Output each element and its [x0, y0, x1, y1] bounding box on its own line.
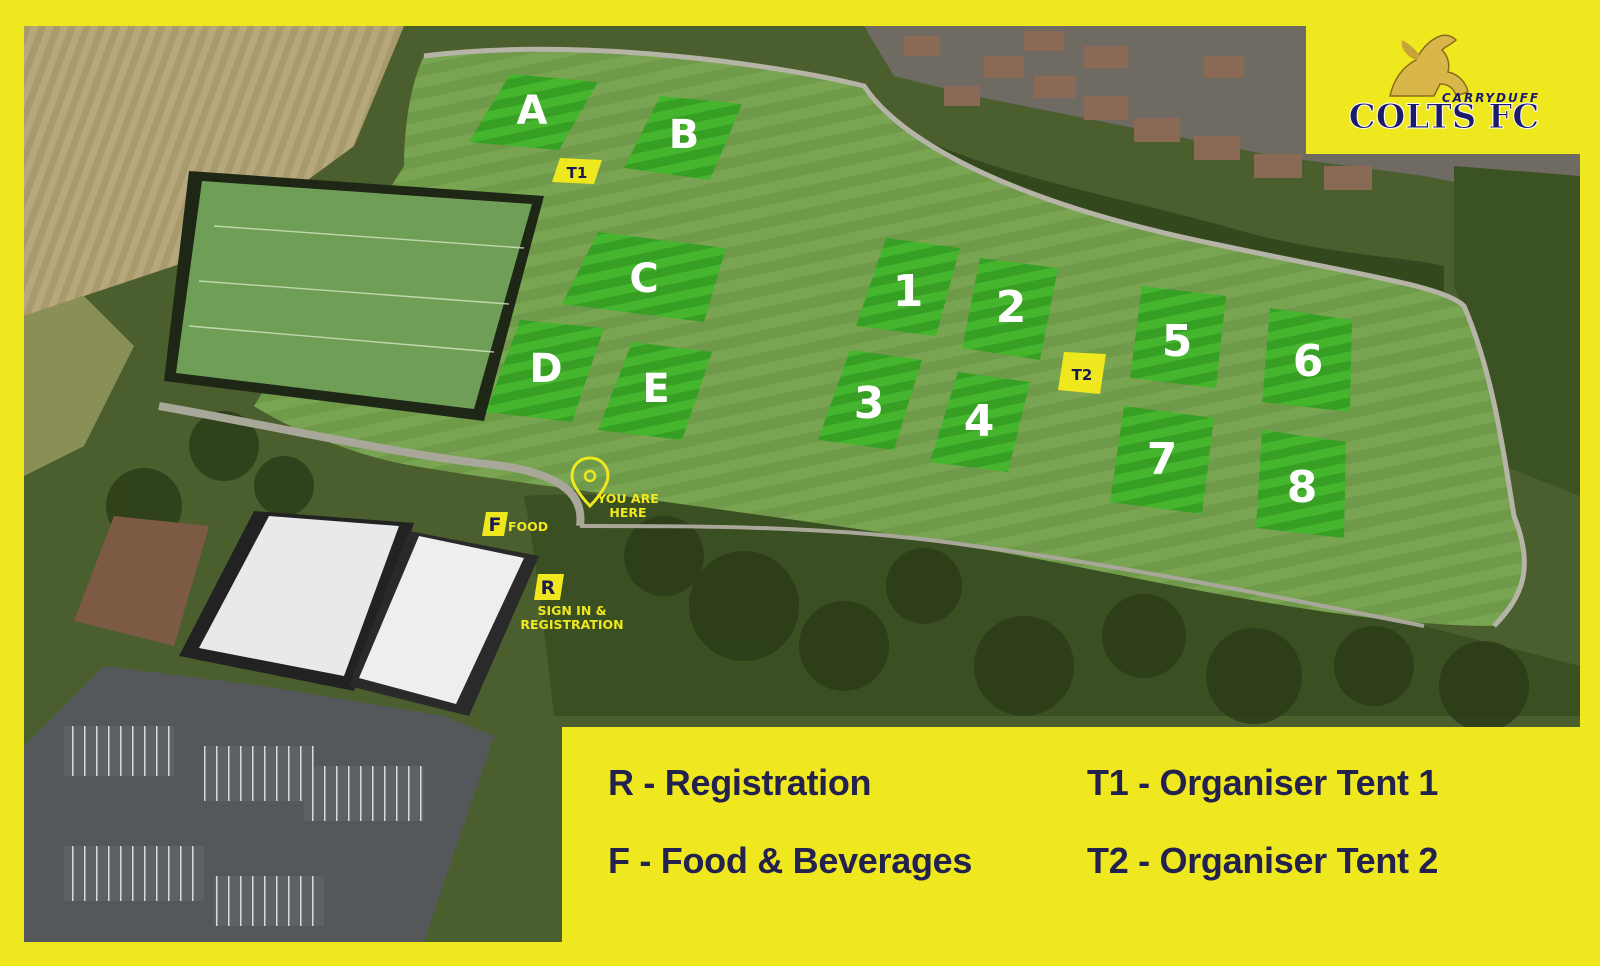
pitch-a[interactable]: A [469, 74, 598, 150]
registration-marker-label: R [541, 577, 556, 599]
pitch-c[interactable]: C [562, 232, 726, 322]
pitch-5[interactable]: 5 [1130, 286, 1226, 388]
t1-marker[interactable]: T1 [552, 158, 602, 184]
sign-in-annotation-line1: SIGN IN & [537, 603, 606, 618]
pitch-8-label: 8 [1287, 462, 1318, 513]
pitch-8[interactable]: 8 [1256, 430, 1346, 538]
pitch-7-label: 7 [1147, 434, 1178, 485]
pitch-a-label: A [517, 88, 548, 134]
t2-marker-label: T2 [1072, 366, 1093, 384]
logo-main-text: COLTS FC [1349, 97, 1540, 137]
logo-top-text: CARRYDUFF [1442, 91, 1540, 105]
pitch-d-label: D [529, 346, 562, 392]
pitch-d[interactable]: D [486, 320, 604, 422]
pitch-6[interactable]: 6 [1262, 308, 1352, 412]
sign-in-annotation-line2: REGISTRATION [520, 617, 623, 632]
aerial-map[interactable]: A B C D E 1 [24, 26, 1580, 942]
pitch-4-label: 4 [964, 396, 995, 447]
pitch-2[interactable]: 2 [962, 258, 1058, 360]
legend-t2: T2 - Organiser Tent 2 [1087, 840, 1439, 881]
pitch-3[interactable]: 3 [818, 350, 922, 450]
legend-registration: R - Registration [608, 762, 872, 803]
pitch-b-label: B [669, 112, 700, 158]
club-logo: CARRYDUFF COLTS FC [1306, 26, 1580, 154]
you-are-here-line2: HERE [609, 505, 646, 520]
pitch-e[interactable]: E [598, 342, 712, 440]
pitch-7[interactable]: 7 [1110, 406, 1214, 514]
food-marker[interactable]: F [482, 512, 508, 536]
legend-t1: T1 - Organiser Tent 1 [1087, 762, 1439, 803]
food-annotation: FOOD [508, 519, 548, 534]
pitch-e-label: E [642, 366, 669, 412]
pitch-2-label: 2 [996, 282, 1027, 333]
registration-marker[interactable]: R [534, 574, 564, 600]
pitch-b[interactable]: B [624, 96, 742, 180]
pitch-1[interactable]: 1 [856, 238, 960, 336]
food-marker-label: F [489, 514, 502, 536]
pitch-5-label: 5 [1162, 316, 1193, 367]
pitch-6-label: 6 [1293, 336, 1324, 387]
pitch-1-label: 1 [893, 266, 924, 317]
pitch-3-label: 3 [854, 378, 885, 429]
map-legend: R - Registration F - Food & Beverages T1… [562, 727, 1580, 942]
pitch-4[interactable]: 4 [930, 372, 1030, 472]
legend-food: F - Food & Beverages [608, 840, 973, 881]
t1-marker-label: T1 [567, 164, 588, 182]
horse-icon [1389, 34, 1469, 97]
you-are-here-pin-icon[interactable] [570, 456, 610, 509]
you-are-here-line1: YOU ARE [596, 491, 659, 506]
pitch-c-label: C [629, 256, 658, 302]
t2-marker[interactable]: T2 [1058, 352, 1106, 394]
